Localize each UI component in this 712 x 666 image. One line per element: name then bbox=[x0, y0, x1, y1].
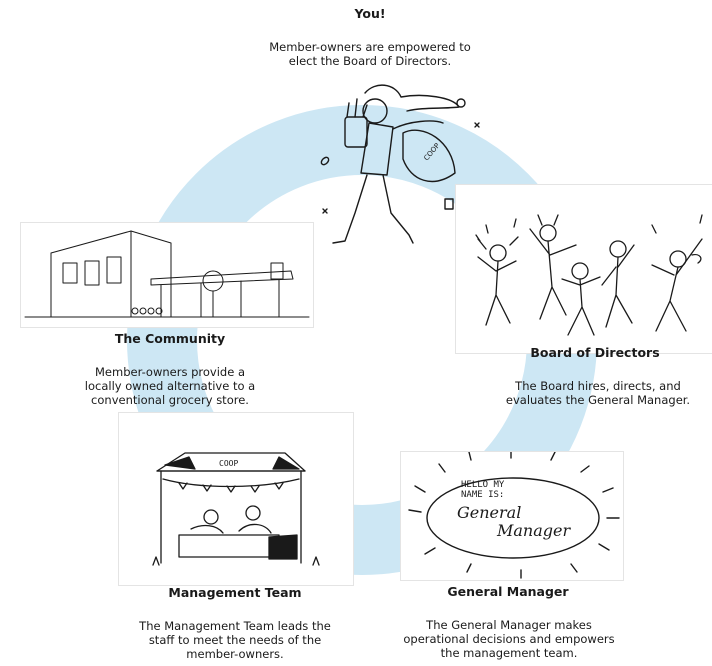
gm-title: General Manager bbox=[447, 584, 569, 599]
board-title: Board of Directors bbox=[530, 345, 660, 360]
tent-sign: COOP bbox=[219, 459, 239, 468]
you-illustration: COOP bbox=[282, 62, 508, 250]
community-illustration bbox=[20, 222, 314, 328]
nametag-header: HELLO MY NAME IS: bbox=[461, 480, 505, 500]
you-description: Member-owners are empowered to elect the… bbox=[269, 40, 471, 68]
board-description: The Board hires, directs, and evaluates … bbox=[505, 379, 691, 407]
management-description: The Management Team leads the staff to m… bbox=[139, 619, 331, 661]
management-title: Management Team bbox=[168, 585, 302, 600]
community-title: The Community bbox=[114, 331, 226, 346]
gm-description: The General Manager makes operational de… bbox=[403, 618, 615, 660]
svg-text:COOP: COOP bbox=[422, 142, 441, 163]
community-description: Member-owners provide a locally owned al… bbox=[84, 365, 256, 407]
gm-illustration: HELLO MY NAME IS: General Manager bbox=[400, 451, 624, 581]
management-illustration: COOP bbox=[118, 412, 354, 586]
nametag-name: General Manager bbox=[457, 503, 571, 540]
board-illustration bbox=[455, 184, 712, 354]
you-title: You! bbox=[354, 6, 386, 21]
